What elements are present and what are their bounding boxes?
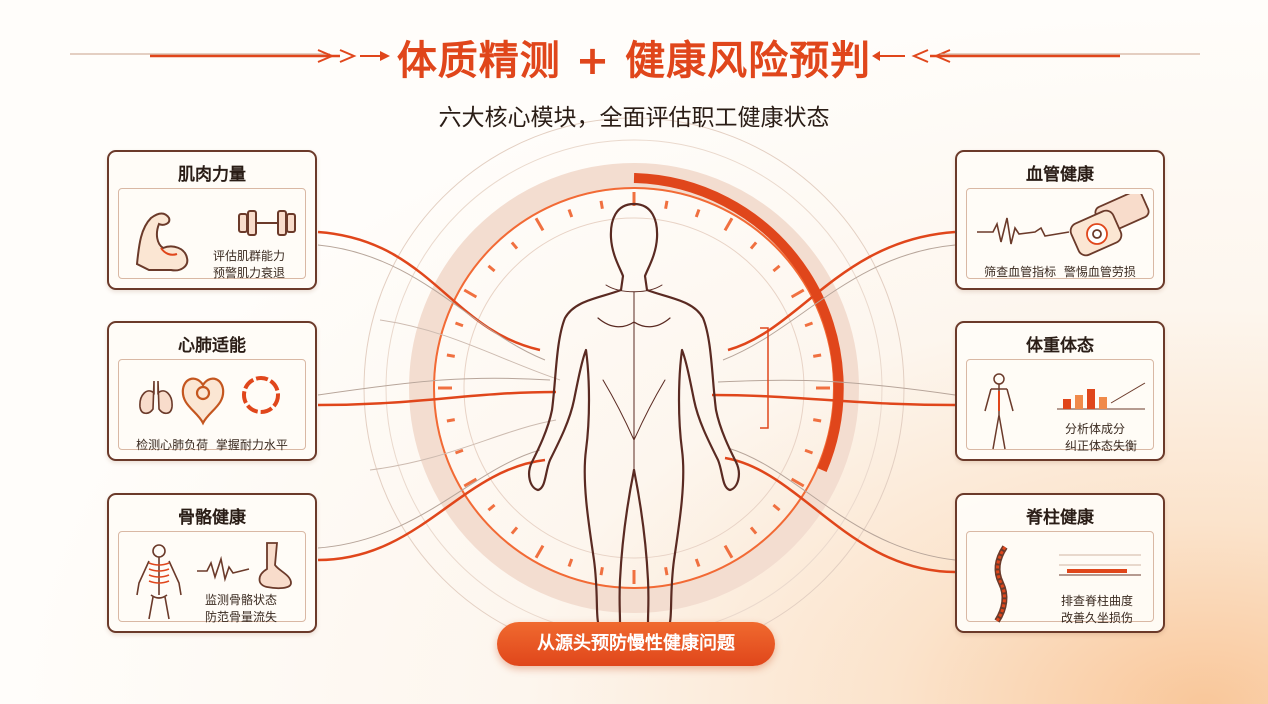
module-card-bone: 骨骼健康 监测骨骼状态 防范骨量流失 bbox=[107, 493, 317, 633]
module-title: 心肺适能 bbox=[178, 336, 246, 356]
dumbbell-icon bbox=[238, 210, 296, 236]
module-inner-frame bbox=[118, 359, 306, 450]
pulse-wave-icon bbox=[977, 217, 1070, 245]
radar-tick bbox=[812, 418, 822, 423]
radar-tick bbox=[790, 477, 805, 488]
radar-tick bbox=[804, 448, 814, 455]
radar-tick bbox=[510, 241, 519, 250]
radar-tick bbox=[487, 503, 496, 512]
module-desc: 分析体成分 纠正体态失衡 bbox=[1065, 421, 1137, 455]
radar-tick bbox=[749, 241, 758, 250]
module-desc-line: 排查脊柱曲度 bbox=[1061, 594, 1134, 608]
module-desc-line: 筛查血管指标 bbox=[984, 265, 1057, 279]
module-title: 体重体态 bbox=[1026, 336, 1094, 356]
radar-tick bbox=[772, 264, 781, 273]
radar-tick bbox=[510, 526, 519, 535]
module-card-cardio: 心肺适能 检测心肺负荷 掌握耐力水平 bbox=[107, 321, 317, 461]
right-connectors bbox=[711, 230, 956, 574]
radar-tick bbox=[694, 208, 701, 218]
radar-tick bbox=[463, 477, 478, 488]
radar-tick bbox=[534, 217, 545, 232]
pulse-wave-icon bbox=[197, 555, 250, 583]
radar-tick bbox=[804, 321, 814, 328]
radar-tick bbox=[567, 558, 574, 568]
module-card-spine: 脊柱健康 排查脊柱曲度 改善久坐损伤 bbox=[955, 493, 1165, 633]
module-desc-line: 纠正体态失衡 bbox=[1065, 439, 1138, 453]
module-desc-line: 分析体成分 bbox=[1065, 422, 1126, 436]
module-desc-line: 检测心肺负荷 bbox=[136, 438, 209, 452]
radar-tick bbox=[599, 200, 604, 210]
module-desc-line: 评估肌群能力 bbox=[213, 249, 286, 263]
bar-chart-icon bbox=[1057, 382, 1146, 410]
module-desc: 检测心肺负荷 掌握耐力水平 bbox=[109, 437, 315, 454]
module-card-weight: 体重体态 分析体成分 纠正体态失衡 bbox=[955, 321, 1165, 461]
module-desc-line: 警惕血管劳损 bbox=[1063, 265, 1136, 279]
radar-tick bbox=[790, 288, 805, 299]
heart-icon bbox=[181, 377, 225, 426]
module-desc-line: 防范骨量流失 bbox=[205, 610, 278, 624]
radar-tick bbox=[534, 544, 545, 559]
radar-tick bbox=[454, 321, 464, 328]
human-body-outline bbox=[528, 202, 740, 624]
title-right-ornament bbox=[872, 49, 1200, 63]
spine-icon bbox=[994, 545, 1008, 623]
page-title: 体质精测 + 健康风险预判 bbox=[396, 38, 872, 84]
radar-tick bbox=[694, 558, 701, 568]
bar-chart-icon bbox=[1059, 554, 1141, 576]
module-inner-frame bbox=[118, 188, 306, 279]
radar-tick bbox=[463, 288, 478, 299]
module-inner-frame bbox=[966, 188, 1154, 279]
page-subtitle: 六大核心模块，全面评估职工健康状态 bbox=[438, 105, 830, 131]
module-desc-line: 掌握耐力水平 bbox=[215, 438, 288, 452]
ring-icon bbox=[242, 376, 280, 414]
module-inner-frame bbox=[118, 531, 306, 622]
radar-tick bbox=[567, 208, 574, 218]
skeleton-icon bbox=[136, 544, 182, 620]
title-left-ornament bbox=[70, 49, 390, 63]
module-card-vessel: 血管健康 筛查血管指标 警惕血管劳损 bbox=[955, 150, 1165, 290]
module-desc-line: 预警肌力衰退 bbox=[213, 266, 286, 280]
module-desc: 监测骨骼状态 防范骨量流失 bbox=[205, 592, 277, 626]
module-desc-line: 监测骨骼状态 bbox=[205, 593, 278, 607]
module-desc-line: 改善久坐损伤 bbox=[1061, 611, 1134, 625]
standing-person-icon bbox=[984, 373, 1014, 450]
lungs-icon bbox=[139, 380, 173, 415]
module-title: 血管健康 bbox=[1026, 165, 1094, 185]
radar-tick bbox=[599, 566, 604, 576]
radar-tick bbox=[446, 353, 456, 358]
radar-tick bbox=[487, 264, 496, 273]
radar-tick bbox=[664, 566, 669, 576]
module-card-muscle: 肌肉力量 评估肌群能力 预警肌力衰退 bbox=[107, 150, 317, 290]
flexed-arm-icon bbox=[135, 212, 189, 272]
module-desc: 排查脊柱曲度 改善久坐损伤 bbox=[1061, 593, 1133, 627]
radar-tick bbox=[772, 503, 781, 512]
module-desc: 筛查血管指标 警惕血管劳损 bbox=[957, 264, 1163, 281]
bone-icon bbox=[258, 542, 292, 590]
radar-tick bbox=[723, 217, 734, 232]
module-inner-frame bbox=[966, 531, 1154, 622]
radar-tick bbox=[723, 544, 734, 559]
module-inner-frame bbox=[966, 359, 1154, 450]
prevention-cta-button[interactable]: 从源头预防慢性健康问题 bbox=[497, 622, 775, 666]
module-title: 脊柱健康 bbox=[1026, 508, 1094, 528]
module-desc: 评估肌群能力 预警肌力衰退 bbox=[213, 248, 285, 282]
radar-tick bbox=[446, 418, 456, 423]
radar-tick bbox=[749, 526, 758, 535]
radar-tick bbox=[664, 200, 669, 210]
module-title: 肌肉力量 bbox=[178, 165, 246, 185]
module-title: 骨骼健康 bbox=[178, 508, 246, 528]
radar-tick bbox=[454, 448, 464, 455]
blood-pressure-cuff-icon bbox=[1069, 194, 1150, 257]
left-connectors bbox=[317, 230, 561, 562]
radar-tick bbox=[812, 353, 822, 358]
